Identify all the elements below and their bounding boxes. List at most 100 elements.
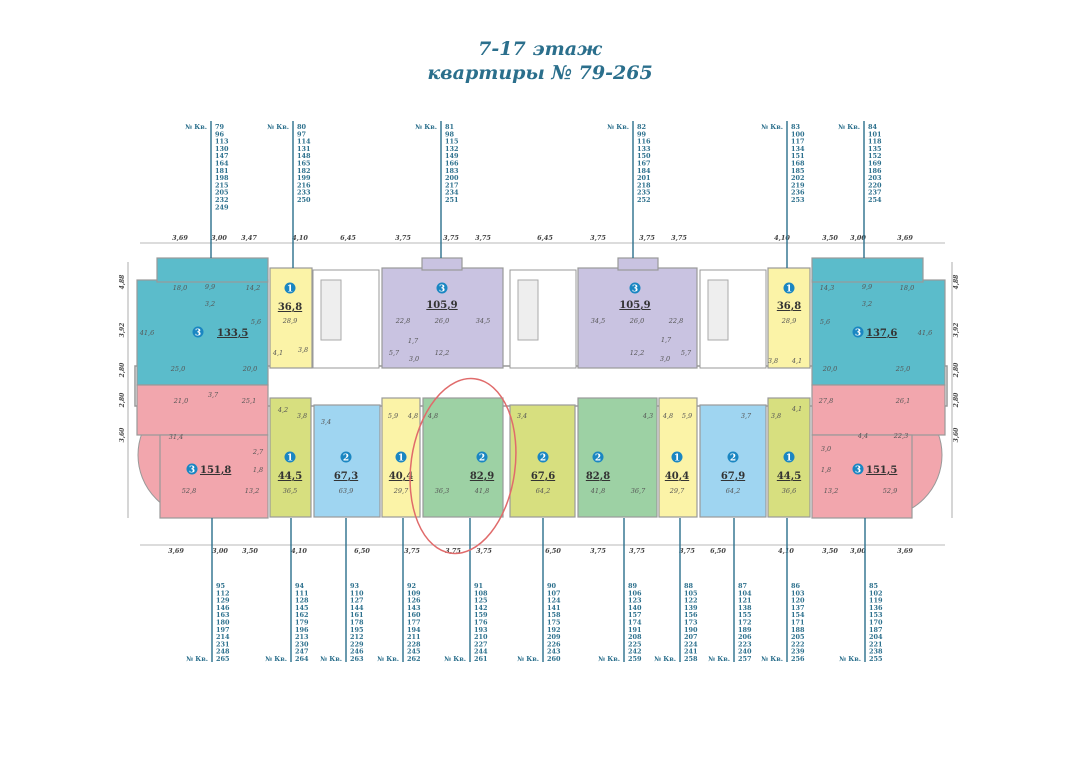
room-area: 31,4 [169,433,183,441]
room-area: 4,3 [642,412,653,420]
apartment-number: 154 [791,611,805,619]
staircase-icon [517,279,539,341]
apartment-number: 155 [738,611,752,619]
apartment-number: 87 [738,582,747,590]
room-area: 18,0 [173,284,187,292]
room-area: 22,3 [893,432,908,440]
room-area: 25,0 [170,365,185,373]
apartment-number: 174 [628,619,642,627]
apartment-number: 122 [684,597,698,605]
apartment-number: 114 [297,138,311,146]
dimension-label: 3,50 [822,234,838,242]
dimension-label: 2,80 [119,362,126,378]
apartment-number: 119 [869,597,883,605]
apartment-number: 262 [407,655,421,663]
room-count: 3 [195,329,201,339]
room-area: 41,6 [139,329,154,337]
apartment-number: 256 [791,655,805,663]
apartment-number: 175 [547,619,561,627]
apartment-number: 99 [637,130,647,138]
room-area: 63,9 [339,487,353,495]
apartment-number: 86 [791,582,801,590]
room-area: 3,0 [821,445,831,453]
room-area: 27,8 [818,397,833,405]
apartment-number: 133 [637,145,651,153]
apartment-number: 247 [295,648,309,656]
apartment-number: 223 [738,640,752,648]
apartment-number: 143 [407,604,421,612]
apartment-number: 80 [297,123,307,131]
apartment-number: 255 [869,655,883,663]
apartment-number: 146 [216,604,230,612]
room-area: 5,7 [681,349,692,357]
apartment-number: 172 [738,619,752,627]
room-count: 1 [287,285,293,295]
dimension-label: 6,50 [710,547,726,555]
apartment-number: 183 [445,167,459,175]
apartment-number: 199 [297,174,311,182]
apartment-list-label: № Кв. [761,655,783,663]
dimension-label: 4,88 [119,274,126,289]
apartment-number: 115 [445,138,459,146]
dimension-label: 3,00 [211,234,227,242]
room-area: 4,1 [791,405,802,413]
apartment-number: 162 [295,611,309,619]
apartment-list-label: № Кв. [598,655,620,663]
apartment-list-label: № Кв. [838,123,860,131]
apartment-number: 149 [445,152,459,160]
apartment-list-label: № Кв. [708,655,730,663]
room-count-badge [671,451,683,463]
apartment-number: 124 [547,597,561,605]
dimension-label: 4,10 [778,547,794,555]
apartment-number: 138 [738,604,752,612]
apartment-number: 209 [547,633,561,641]
apartment-number: 129 [216,597,230,605]
unit-total-area: 40,4 [665,471,689,482]
apartment-number: 265 [216,655,230,663]
room-area: 34,5 [476,317,490,325]
apartment-list-label: № Кв. [444,655,466,663]
apartment-number: 243 [547,648,561,656]
apartment-number: 197 [216,626,230,634]
apartment-number: 260 [547,655,561,663]
room-area: 5,6 [251,318,261,326]
apartment-number: 245 [407,648,421,656]
apartment-number: 118 [868,138,882,146]
dimension-label: 4,10 [292,234,308,242]
apartment-number: 208 [628,633,642,641]
apartment-number: 181 [215,167,229,175]
apartment-number: 137 [791,604,805,612]
unit-shape [421,257,463,271]
apartment-number: 239 [791,648,805,656]
apartment-number: 105 [684,589,698,597]
room-area: 2,7 [252,448,264,456]
apartment-number: 127 [350,597,364,605]
apartment-number: 230 [295,640,309,648]
unit-total-area: 82,9 [470,471,494,482]
apartment-number: 182 [297,167,311,175]
room-area: 3,8 [297,412,307,420]
room-area: 14,3 [820,284,834,292]
apartment-number: 128 [295,597,309,605]
apartment-number: 204 [869,633,883,641]
apartment-number: 116 [637,138,651,146]
room-count: 3 [855,466,861,476]
apartment-list-label: № Кв. [415,123,437,131]
room-area: 14,2 [246,284,260,292]
apartment-number: 227 [474,640,488,648]
unit-shape [159,434,269,519]
apartment-number: 189 [738,626,752,634]
apartment-number: 97 [297,130,306,138]
apartment-list-label: № Кв. [654,655,676,663]
room-area: 3,2 [205,300,215,308]
room-area: 5,7 [389,349,400,357]
room-area: 4,2 [277,406,288,414]
room-area: 3,4 [517,412,527,420]
room-area: 4,4 [857,432,868,440]
dimension-label: 3,92 [119,323,126,338]
room-area: 3,7 [208,391,219,399]
apartment-number: 212 [350,633,364,641]
dimension-label: 3,75 [475,234,491,242]
